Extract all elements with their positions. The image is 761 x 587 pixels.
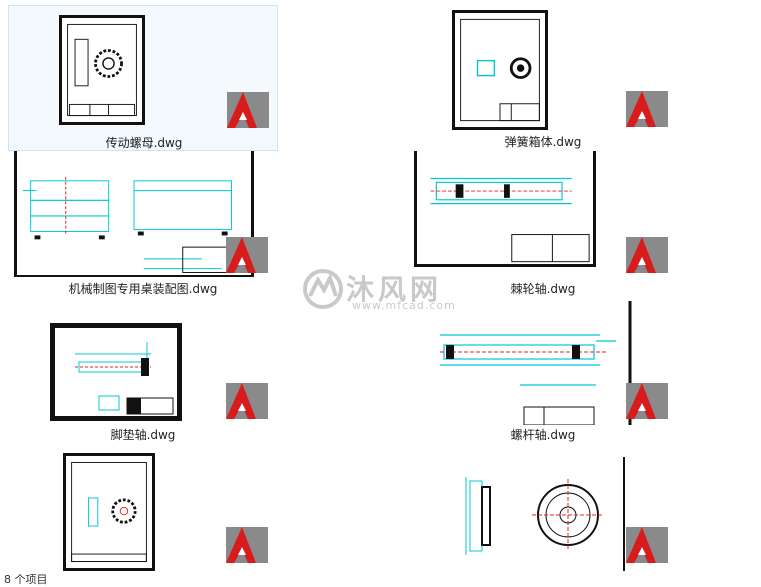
file-tile-1[interactable]: 传动螺母.dwg [8, 5, 278, 151]
file-thumbnail [458, 457, 628, 571]
autocad-dwg-icon [220, 521, 268, 569]
file-name: 机械制图专用桌装配图.dwg [68, 282, 218, 296]
file-thumbnail [420, 301, 632, 425]
file-tile-4[interactable]: 棘轮轴.dwg [408, 151, 678, 297]
file-thumbnail [414, 151, 596, 267]
autocad-dwg-icon [620, 377, 668, 425]
file-tile-8[interactable] [408, 443, 678, 571]
file-name: 弹簧箱体.dwg [504, 135, 582, 149]
file-thumbnail [452, 10, 548, 130]
file-thumbnail [63, 453, 155, 571]
autocad-dwg-icon [620, 231, 668, 279]
file-name: 棘轮轴.dwg [510, 282, 576, 296]
watermark-url: www.mfcad.com [352, 299, 456, 312]
watermark-brand: 沐风网 [346, 273, 443, 306]
mfcad-logo-icon [303, 269, 343, 309]
file-name: 脚垫轴.dwg [110, 428, 176, 442]
status-item-count: 8 个项目 [4, 573, 48, 586]
autocad-dwg-icon [620, 85, 668, 133]
file-thumbnail [50, 323, 182, 421]
site-watermark: 沐风网 www.mfcad.com [300, 266, 470, 312]
file-tile-7[interactable] [8, 443, 278, 571]
file-tile-5[interactable]: 脚垫轴.dwg [8, 297, 278, 443]
file-name: 螺杆轴.dwg [510, 428, 576, 442]
file-tile-2[interactable]: 弹簧箱体.dwg [408, 5, 678, 151]
autocad-dwg-icon [620, 521, 668, 569]
autocad-dwg-icon [220, 377, 268, 425]
file-tile-3[interactable]: 机械制图专用桌装配图.dwg [8, 151, 278, 297]
file-name: 传动螺母.dwg [105, 136, 183, 150]
file-tile-6[interactable]: 螺杆轴.dwg [408, 297, 678, 443]
autocad-dwg-icon [220, 231, 268, 279]
autocad-dwg-icon [221, 86, 269, 134]
file-thumbnail [59, 15, 145, 125]
file-thumbnail [14, 151, 254, 277]
